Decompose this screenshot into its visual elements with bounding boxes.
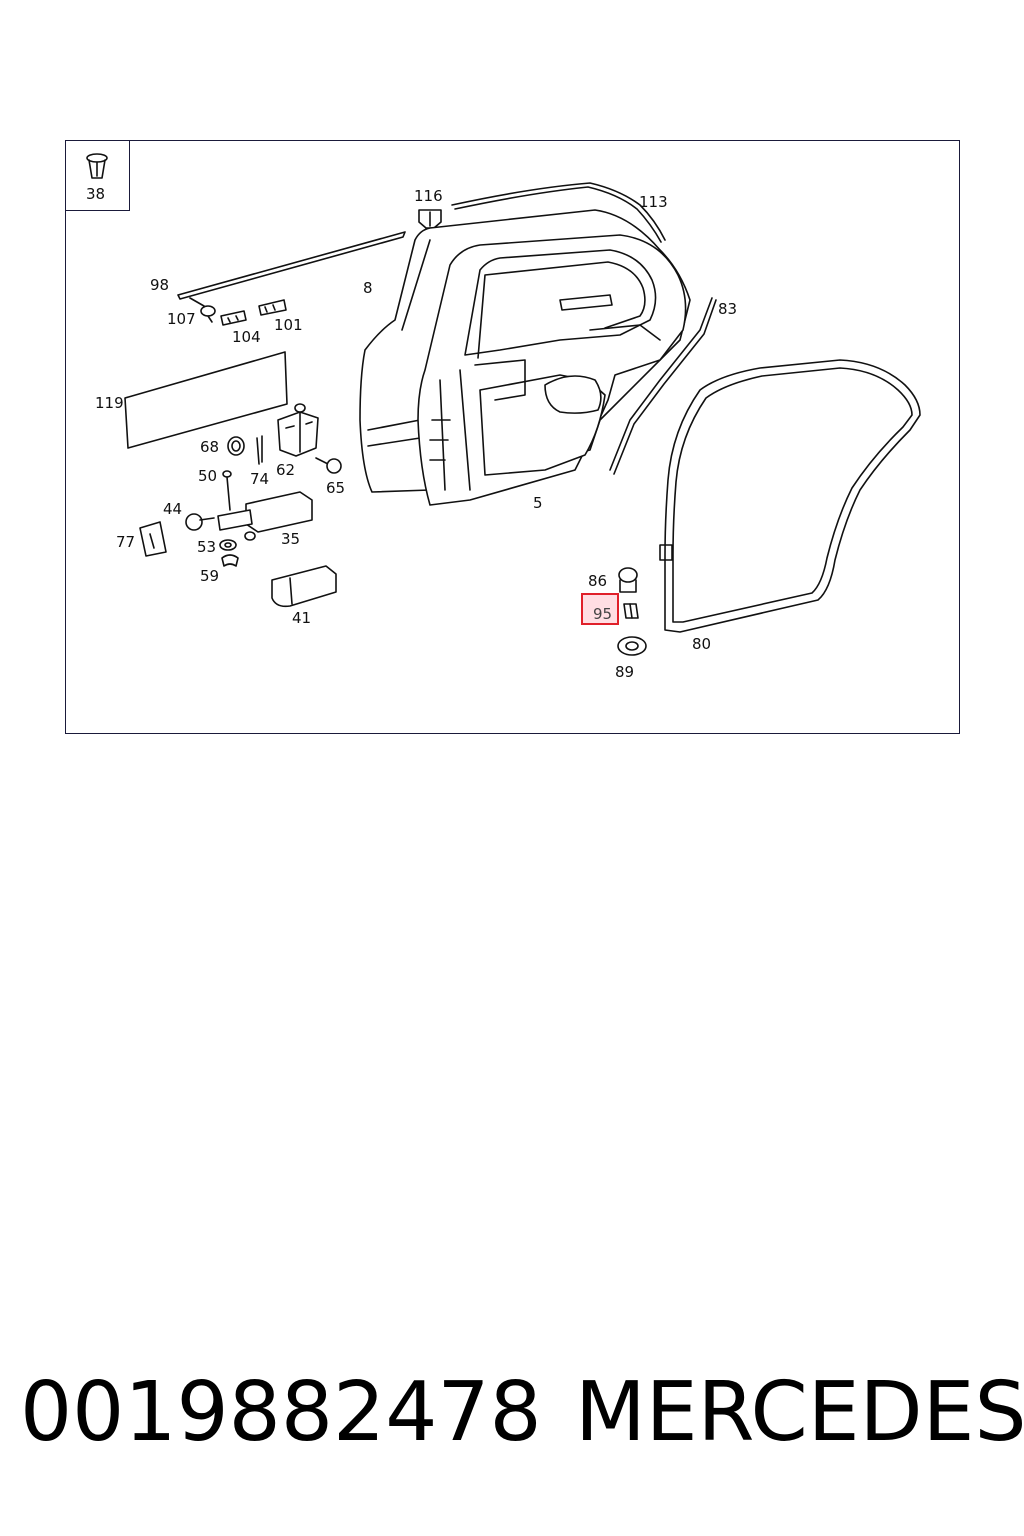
part-83-rail [609,297,713,471]
label-107: 107 [167,310,196,328]
label-119: 119 [95,394,124,412]
part-107-pin [189,297,216,323]
label-116: 116 [414,187,443,205]
label-8: 8 [363,279,373,297]
parts-diagram: 38 116 113 98 8 107 101 104 83 119 68 62… [86,153,921,681]
part-89-button [617,636,647,656]
label-53: 53 [197,538,216,556]
diagram-frame [65,140,960,734]
part-35-check-strap [217,491,313,541]
part-65-bolt [315,457,342,474]
label-35: 35 [281,530,300,548]
part-62-hinge [277,403,319,457]
part-59-clip [221,554,239,567]
footer: 0019882478 MERCEDES [0,1365,1024,1475]
label-59: 59 [200,567,219,585]
label-38: 38 [86,185,105,203]
part-119-panel [124,351,288,449]
part-101-clip [258,299,287,316]
label-5: 5 [533,494,543,512]
part-38-clip-icon [86,153,108,179]
part-50-rod [222,470,232,511]
label-41: 41 [292,609,311,627]
part-44-screw [185,513,215,531]
part-98-strip [177,231,406,300]
label-77: 77 [116,533,135,551]
part-104-clip [220,310,247,326]
label-86: 86 [588,572,607,590]
label-89: 89 [615,663,634,681]
label-62: 62 [276,461,295,479]
label-95: 95 [593,605,612,623]
label-50: 50 [198,467,217,485]
part-95-clip [623,603,639,619]
label-101: 101 [274,316,303,334]
part-68-grommet [227,436,245,456]
part-41-cover [271,565,337,608]
brand-name: MERCEDES [575,1365,1024,1460]
label-74: 74 [250,470,269,488]
label-83: 83 [718,300,737,318]
label-104: 104 [232,328,261,346]
label-80: 80 [692,635,711,653]
part-number: 0019882478 [20,1365,542,1460]
label-98: 98 [150,276,169,294]
label-65: 65 [326,479,345,497]
inset-box-38 [65,140,130,211]
part-77-bracket [139,521,167,557]
label-44: 44 [163,500,182,518]
part-80-door-seal [659,359,921,633]
part-74-pin [256,435,263,465]
highlight-box-part-95 [581,593,619,625]
part-5-door-inner [417,234,687,506]
label-113: 113 [639,193,668,211]
part-113-strip [451,182,666,241]
part-53-washer [219,539,237,551]
part-86-clip [618,567,638,593]
label-68: 68 [200,438,219,456]
